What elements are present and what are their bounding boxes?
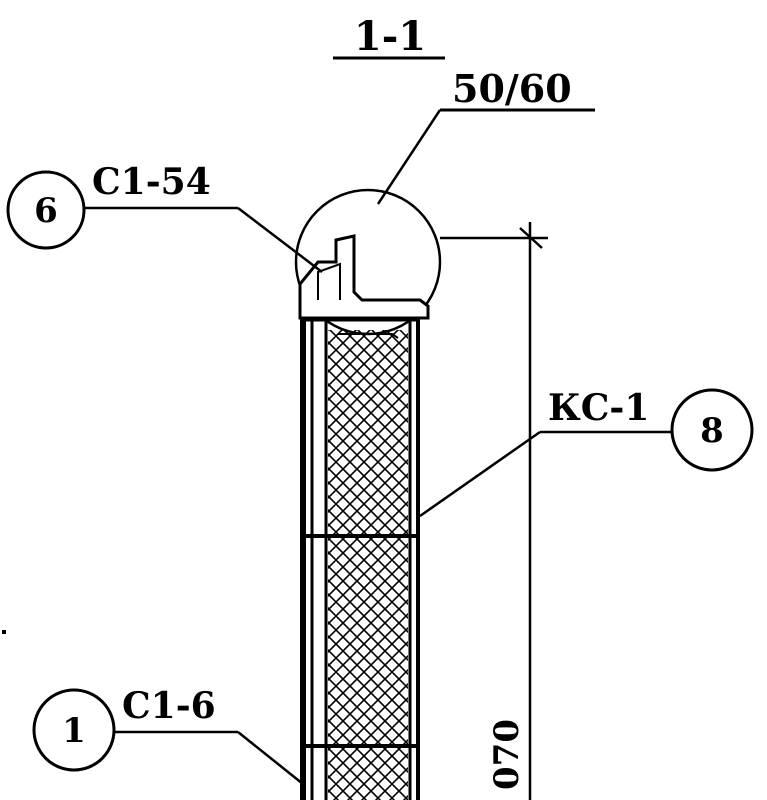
detail-callout-label: 50/60 [452, 66, 572, 111]
dimension-value: 070 [487, 719, 527, 790]
callout-6-number: 6 [34, 191, 58, 231]
insulation-core [328, 330, 408, 800]
callout-1-leader [237, 731, 304, 785]
callout-6-code: С1-54 [92, 161, 211, 203]
top-profile-inner [317, 262, 341, 300]
callout-6-bubble [6, 170, 86, 250]
callout-8-number: 8 [700, 411, 724, 451]
callout-8-bubble [670, 388, 754, 472]
callout-8-leader [419, 430, 541, 518]
section-title: 1-1 [354, 13, 426, 60]
scan-speck [2, 630, 6, 634]
detail-callout-leader [376, 109, 442, 205]
inner-wedge [338, 333, 399, 339]
callout-6-leader [237, 207, 323, 273]
callout-1-code: С1-6 [122, 685, 216, 727]
callout-1-number: 1 [62, 711, 86, 751]
dimension-tick [519, 227, 543, 249]
callout-8-code: КС-1 [548, 387, 649, 429]
top-profile [298, 234, 430, 320]
callout-1-bubble [32, 688, 116, 772]
